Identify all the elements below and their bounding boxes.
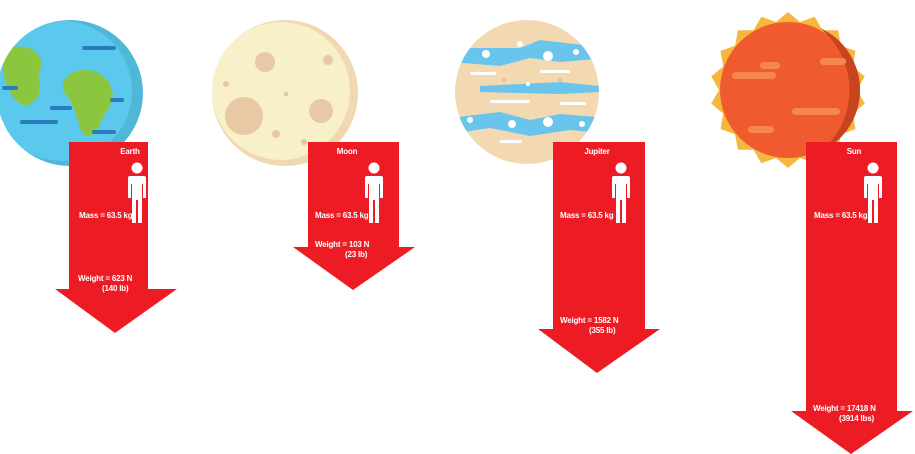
sun-arrow [791,142,913,454]
moon-icon [212,20,358,166]
earth-panel [0,20,177,333]
sun-icon [711,12,865,168]
earth-icon [0,20,143,166]
sun-weight-lb-label: (3914 lbs) [839,414,874,423]
earth-name-label: Earth [120,147,140,156]
moon-mass-label: Mass = 63.5 kg [315,211,369,220]
sun-name-label: Sun [846,147,862,156]
sun-mass-label: Mass = 63.5 kg [814,211,868,220]
sun-weight-label: Weight = 17418 N [813,404,876,413]
moon-name-label: Moon [336,147,358,156]
earth-arrow [55,142,177,333]
moon-weight-lb-label: (23 lb) [345,250,368,259]
earth-weight-lb-label: (140 lb) [102,284,129,293]
sun-panel [711,12,913,454]
earth-mass-label: Mass = 63.5 kg [79,211,133,220]
jupiter-mass-label: Mass = 63.5 kg [560,211,614,220]
jupiter-panel [455,20,660,373]
moon-arrow [293,142,415,290]
jupiter-arrow [538,142,660,373]
moon-panel [212,20,415,290]
jupiter-icon [455,20,599,164]
jupiter-weight-label: Weight = 1582 N [560,316,619,325]
earth-weight-label: Weight = 623 N [78,274,133,283]
jupiter-weight-lb-label: (355 lb) [589,326,616,335]
moon-weight-label: Weight = 103 N [315,240,370,249]
jupiter-name-label: Jupiter [584,147,610,156]
